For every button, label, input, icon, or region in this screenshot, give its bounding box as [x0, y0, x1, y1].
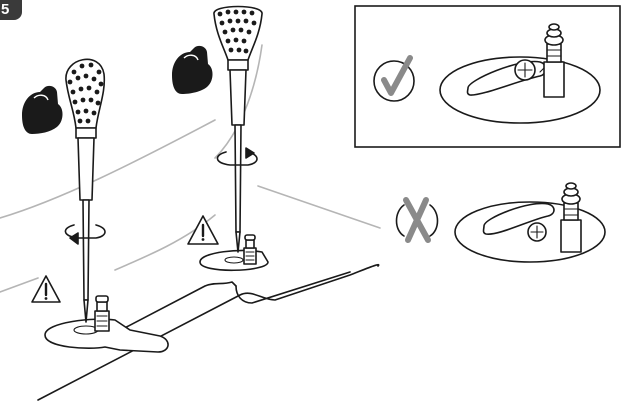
connector-bolt-correct: [539, 23, 565, 98]
step-number-badge: 5: [0, 0, 22, 20]
incorrect-example-panel: [395, 182, 606, 263]
correct-example-panel: [354, 5, 621, 148]
rotation-arrow-icon: [64, 224, 106, 245]
cam-lock-incorrect: [527, 222, 547, 242]
cam-plate-right: [199, 249, 269, 272]
right-assembly: [172, 5, 269, 272]
rotation-arrow-icon: [216, 147, 258, 166]
cam-lock-correct: [514, 59, 536, 81]
screwdriver-left: [65, 58, 106, 323]
connector-bolt-incorrect: [560, 182, 582, 253]
cross-icon: [395, 197, 439, 243]
left-assembly: [22, 58, 169, 353]
connector-bolt-left: [94, 295, 110, 332]
flexed-arm-icon: [172, 45, 213, 94]
panel-edge-lines: [0, 44, 381, 293]
warning-triangle-icon: [187, 215, 219, 245]
grip-dots-left: [67, 62, 104, 124]
panel-groove-line: [37, 263, 380, 401]
screwdriver-right: [213, 5, 263, 253]
warning-triangle-icon: [31, 275, 61, 303]
flexed-arm-icon: [22, 85, 63, 134]
checkmark-icon: [373, 55, 415, 102]
grip-dots-right: [217, 9, 257, 54]
connector-bolt-right: [243, 234, 257, 265]
